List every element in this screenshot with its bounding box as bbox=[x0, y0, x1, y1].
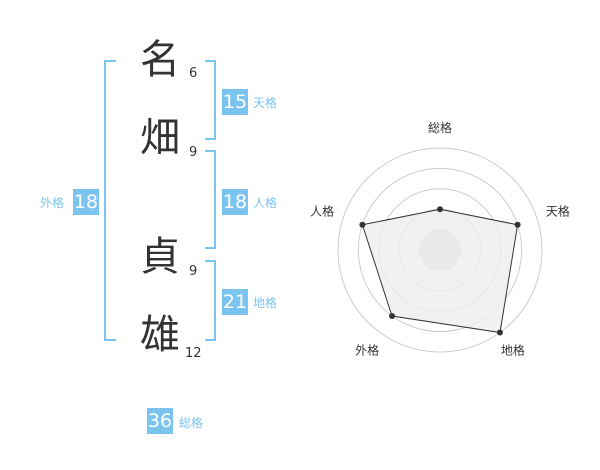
gaikaku-bracket bbox=[104, 60, 116, 341]
radar-point-3 bbox=[496, 329, 503, 336]
radar-axis-label-2: 天格 bbox=[546, 204, 570, 219]
radar-ring bbox=[357, 167, 523, 333]
jinkaku-value: 18 bbox=[222, 189, 248, 215]
radar-points bbox=[359, 206, 521, 336]
radar-axis-label-4: 外格 bbox=[355, 342, 379, 357]
chikaku-bracket bbox=[205, 260, 216, 341]
radar-point-5 bbox=[359, 221, 366, 228]
name-char-1: 名 bbox=[140, 37, 180, 83]
radar-point-2 bbox=[514, 221, 521, 228]
gaikaku-label: 外格 bbox=[40, 196, 65, 210]
stroke-count-1: 6 bbox=[189, 66, 198, 81]
chikaku-label: 地格 bbox=[253, 296, 278, 310]
chikaku-value: 21 bbox=[222, 289, 248, 315]
stroke-count-4: 12 bbox=[185, 346, 202, 361]
jinkaku-bracket bbox=[205, 150, 216, 249]
soukaku-label: 総格 bbox=[179, 416, 204, 430]
radar-point-1 bbox=[437, 206, 443, 213]
jinkaku-label: 人格 bbox=[253, 196, 278, 210]
stroke-count-3: 9 bbox=[189, 264, 198, 279]
soukaku-value: 36 bbox=[147, 408, 173, 434]
name-char-4: 雄 bbox=[140, 312, 180, 358]
stroke-count-2: 9 bbox=[189, 145, 198, 160]
radar-axis-label-1: 総格 bbox=[428, 120, 452, 135]
radar-point-4 bbox=[389, 313, 396, 320]
gaikaku-value: 18 bbox=[73, 189, 99, 215]
radar-series bbox=[361, 208, 519, 334]
radar-ring bbox=[337, 147, 543, 353]
tenkaku-bracket bbox=[205, 60, 216, 140]
tenkaku-value: 15 bbox=[222, 89, 248, 115]
name-char-2: 畑 bbox=[140, 115, 180, 161]
name-char-3: 貞 bbox=[140, 234, 180, 280]
radar-axis-label-3: 地格 bbox=[501, 342, 525, 357]
tenkaku-label: 天格 bbox=[253, 96, 278, 110]
radar-axis-label-5: 人格 bbox=[310, 204, 334, 219]
